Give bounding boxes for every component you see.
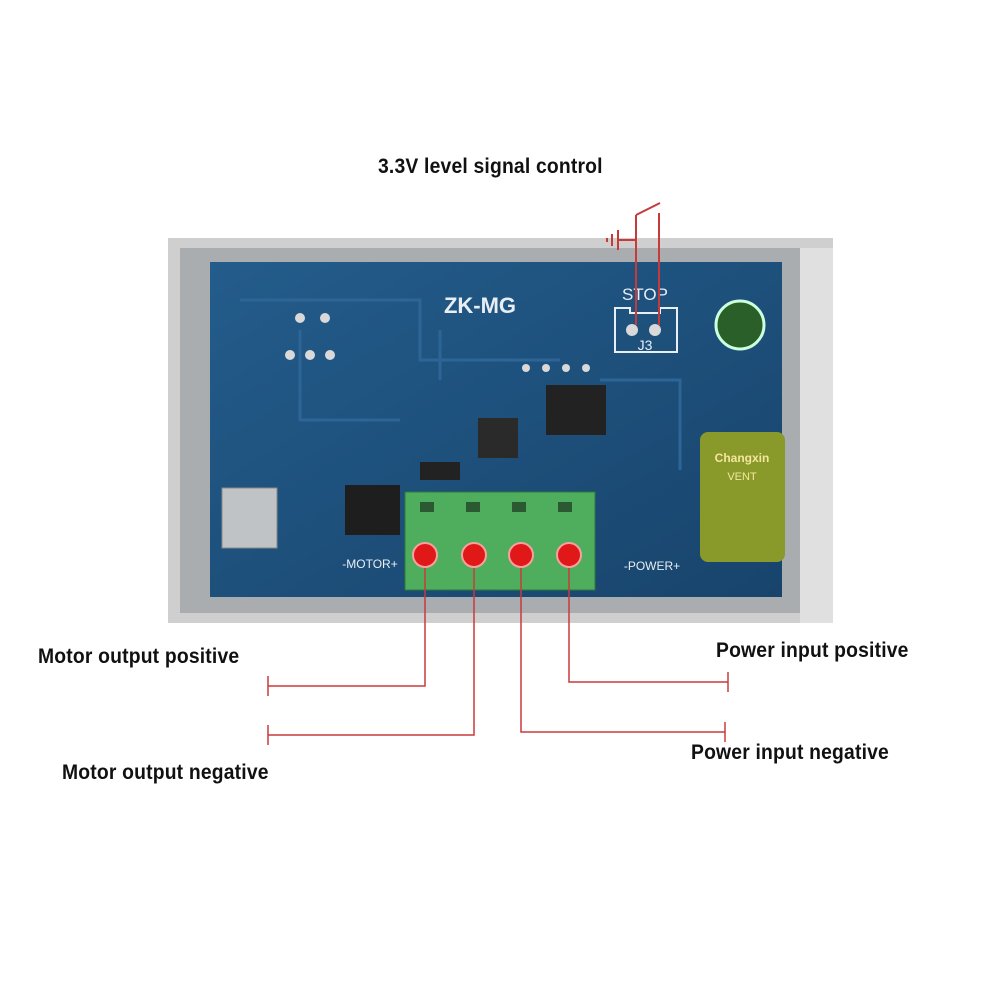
stop-switch-wiring xyxy=(606,202,661,325)
title-label: 3.3V level signal control xyxy=(378,155,603,178)
terminal-power-negative xyxy=(508,542,534,568)
terminal-motor-positive xyxy=(412,542,438,568)
motor-negative-label: Motor output negative xyxy=(62,761,269,784)
ic-chip xyxy=(546,385,606,435)
power-negative-line xyxy=(520,555,725,733)
capacitor xyxy=(714,299,766,351)
motor-label: -MOTOR+ xyxy=(342,557,397,571)
capacitor-brand: Changxin xyxy=(715,451,770,465)
power-negative-label: Power input negative xyxy=(691,741,889,764)
inductor xyxy=(700,432,785,562)
board-model-label: ZK-MG xyxy=(444,293,516,318)
motor-positive-label: Motor output positive xyxy=(38,645,240,668)
terminal-motor-negative xyxy=(461,542,487,568)
power-positive-label: Power input positive xyxy=(716,639,909,662)
terminal-power-positive xyxy=(556,542,582,568)
motor-negative-line xyxy=(268,555,475,736)
j3-label: J3 xyxy=(638,337,653,353)
motor-positive-line xyxy=(268,555,426,687)
capacitor-text: VENT xyxy=(727,471,757,483)
power-positive-line xyxy=(568,555,728,683)
power-label: -POWER+ xyxy=(624,559,680,573)
stop-label: STOP xyxy=(622,285,668,304)
